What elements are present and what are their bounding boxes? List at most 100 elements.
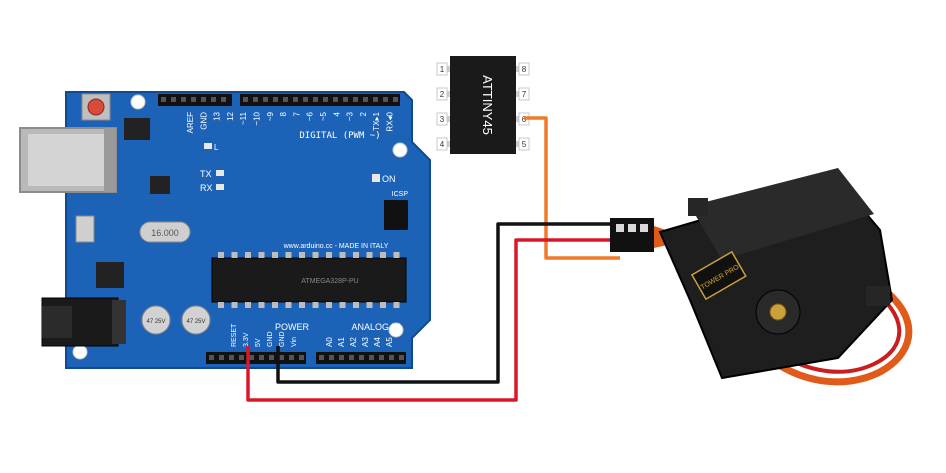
analog-header-label: ANALOG IN xyxy=(351,322,400,332)
digital-pin-label: AREF xyxy=(186,112,195,133)
header-pin xyxy=(369,355,374,360)
analog-pin-label: A0 xyxy=(325,337,334,347)
digital-header-label: DIGITAL (PWM ~) xyxy=(299,131,380,141)
header-pin xyxy=(303,97,308,102)
svg-text:ICSP: ICSP xyxy=(392,191,409,198)
mount-hole xyxy=(388,322,404,338)
capacitor: 47 25V xyxy=(141,305,171,335)
pin-number-box xyxy=(436,112,448,126)
attiny-pin-label: 1 xyxy=(440,65,445,74)
analog-pin-label: A3 xyxy=(361,337,370,347)
usb-connector xyxy=(19,127,117,193)
black-wire xyxy=(276,222,620,384)
attiny-body xyxy=(450,56,516,154)
header-pin xyxy=(263,97,268,102)
attiny-pin-label: 8 xyxy=(522,65,527,74)
red-wire xyxy=(246,238,620,402)
pin-number-box xyxy=(518,62,530,76)
power-pin-label: Vin xyxy=(291,337,298,347)
power-pin-label: GND xyxy=(267,331,274,347)
pin-number-box xyxy=(436,62,448,76)
analog-pin-label: A1 xyxy=(337,337,346,347)
pin-number-box xyxy=(436,137,448,151)
header-pin xyxy=(363,97,368,102)
power-jack xyxy=(41,297,126,347)
digital-pin-label: RX◂0 xyxy=(386,111,395,131)
reset-button[interactable] xyxy=(87,98,105,116)
attiny-pin-label: 4 xyxy=(440,140,445,149)
on-led xyxy=(372,174,380,182)
servo-cable xyxy=(757,276,913,386)
mount-hole xyxy=(392,142,408,158)
header-pin xyxy=(283,97,288,102)
header-pin xyxy=(273,97,278,102)
power-header-label: POWER xyxy=(275,322,310,332)
servo-tab xyxy=(688,198,708,216)
header-pin xyxy=(269,355,274,360)
header-pin xyxy=(399,355,404,360)
icsp-header-usb xyxy=(124,118,150,140)
attiny-label: ATTINY45 xyxy=(480,75,495,135)
svg-text:47 25V: 47 25V xyxy=(146,319,165,325)
capacitor: 47 25V xyxy=(181,305,211,335)
servo-motor: TOWER PRO xyxy=(610,168,913,386)
header-pins xyxy=(209,355,404,360)
servo-output-shaft[interactable] xyxy=(769,303,787,321)
power-pin-label: GND xyxy=(279,331,286,347)
mount-hole xyxy=(130,94,146,110)
attiny-pin-label: 5 xyxy=(522,140,527,149)
header-pin xyxy=(393,97,398,102)
header-pin xyxy=(181,97,186,102)
digital-pin-label: ~3 xyxy=(346,111,355,121)
header-pin xyxy=(383,97,388,102)
servo-top xyxy=(690,168,874,260)
servo-tab xyxy=(866,286,890,306)
icsp-header: ICSP xyxy=(384,191,408,230)
website-label: www.arduino.cc - MADE IN ITALY xyxy=(283,243,389,250)
regulator xyxy=(75,215,95,243)
header-pin xyxy=(171,97,176,102)
header-pin xyxy=(161,97,166,102)
wires xyxy=(246,116,620,402)
header-pin xyxy=(389,355,394,360)
crystal-label: 16.000 xyxy=(151,228,179,238)
header-pin xyxy=(339,355,344,360)
digital-pin-label: 7 xyxy=(292,111,301,116)
digital-pin-label: 12 xyxy=(226,111,235,120)
digital-pin-label: 13 xyxy=(213,111,222,120)
mount-hole xyxy=(72,344,88,360)
analog-pin-label: A4 xyxy=(373,337,382,347)
header-pin xyxy=(211,97,216,102)
digital-pin-label: ~5 xyxy=(319,111,328,121)
digital-pin-label: TX▸1 xyxy=(372,111,381,130)
header-pin xyxy=(201,97,206,102)
analog-pin-label: A2 xyxy=(349,337,358,347)
header-pin xyxy=(349,355,354,360)
header-pin xyxy=(229,355,234,360)
pin-number-box xyxy=(518,87,530,101)
header-pins xyxy=(161,97,398,102)
header-pin xyxy=(333,97,338,102)
voltage-regulator xyxy=(96,262,124,288)
crystal: 16.000 xyxy=(139,221,191,243)
header-pin xyxy=(249,355,254,360)
header-pin xyxy=(323,97,328,102)
header-pin xyxy=(299,355,304,360)
header-pin xyxy=(289,355,294,360)
rx-label: RX xyxy=(200,183,213,193)
svg-text:ATMEGA328P-PU: ATMEGA328P-PU xyxy=(301,278,358,285)
on-label: ON xyxy=(382,174,396,184)
digital-pin-label: GND xyxy=(199,112,208,130)
header-pin xyxy=(239,355,244,360)
analog-pin-label: A5 xyxy=(385,337,394,347)
header-pin xyxy=(191,97,196,102)
header-pin xyxy=(293,97,298,102)
header-pin xyxy=(259,355,264,360)
tx-label: TX xyxy=(200,169,212,179)
header-pin xyxy=(373,97,378,102)
digital-pin-label: ~9 xyxy=(266,111,275,121)
header-pin xyxy=(219,355,224,360)
